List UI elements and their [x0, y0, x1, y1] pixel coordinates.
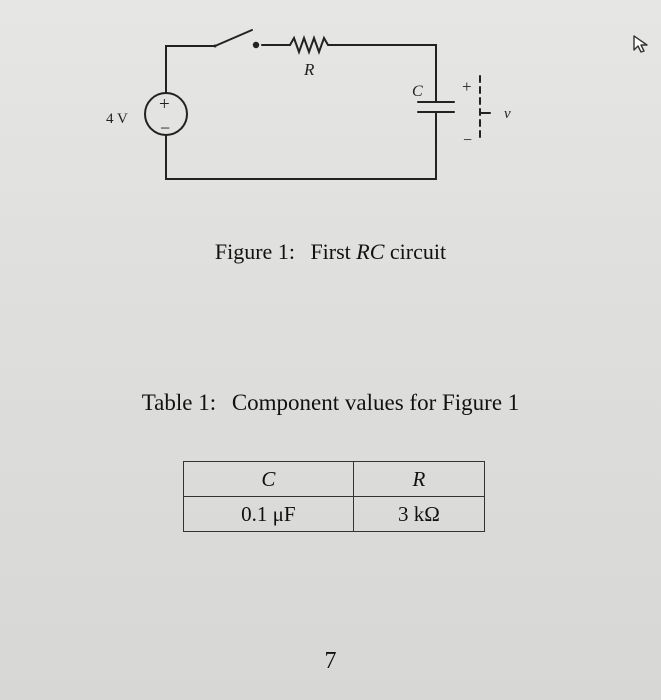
table-caption: Table 1: Component values for Figure 1	[0, 390, 661, 416]
table-row: 0.1 μF 3 kΩ	[183, 496, 486, 532]
voltage-plus: +	[462, 77, 472, 96]
component-values-table: C R 0.1 μF 3 kΩ	[183, 461, 486, 532]
table-cell-capacitance: 0.1 μF	[183, 496, 354, 532]
resistor	[289, 35, 353, 55]
voltage-minus: −	[463, 132, 472, 149]
table-header-row: C R	[183, 461, 486, 497]
wire-right	[165, 112, 437, 180]
wire-left	[165, 45, 216, 93]
cursor-arrow-icon	[632, 34, 652, 59]
table-caption-label: Table 1:	[141, 390, 217, 415]
table-header-c: C	[183, 461, 354, 497]
switch-blade	[214, 29, 253, 47]
resistor-label: R	[303, 60, 315, 79]
table-caption-text: Component values for Figure 1	[231, 390, 520, 415]
figure-caption-text-post: circuit	[389, 239, 447, 264]
page-number: 7	[324, 648, 337, 674]
table-cell-resistance: 3 kΩ	[352, 496, 486, 532]
figure-caption: Figure 1: First RC circuit	[0, 239, 661, 265]
source-label: 4 V	[106, 111, 128, 127]
voltage-label: v	[504, 106, 511, 122]
figure-caption-label: Figure 1:	[214, 239, 295, 264]
switch-contact	[252, 41, 260, 49]
wire-top-right	[351, 44, 437, 102]
figure-caption-text-em: RC	[356, 239, 385, 264]
figure-caption-text-pre: First	[310, 239, 351, 264]
table-header-r: R	[352, 461, 486, 497]
voltage-source	[144, 92, 188, 136]
capacitor-label: C	[412, 83, 423, 100]
source-plus: +	[159, 94, 170, 115]
source-minus: −	[160, 118, 170, 138]
rc-circuit-diagram: 4 V + − R C + − v	[106, 29, 511, 180]
